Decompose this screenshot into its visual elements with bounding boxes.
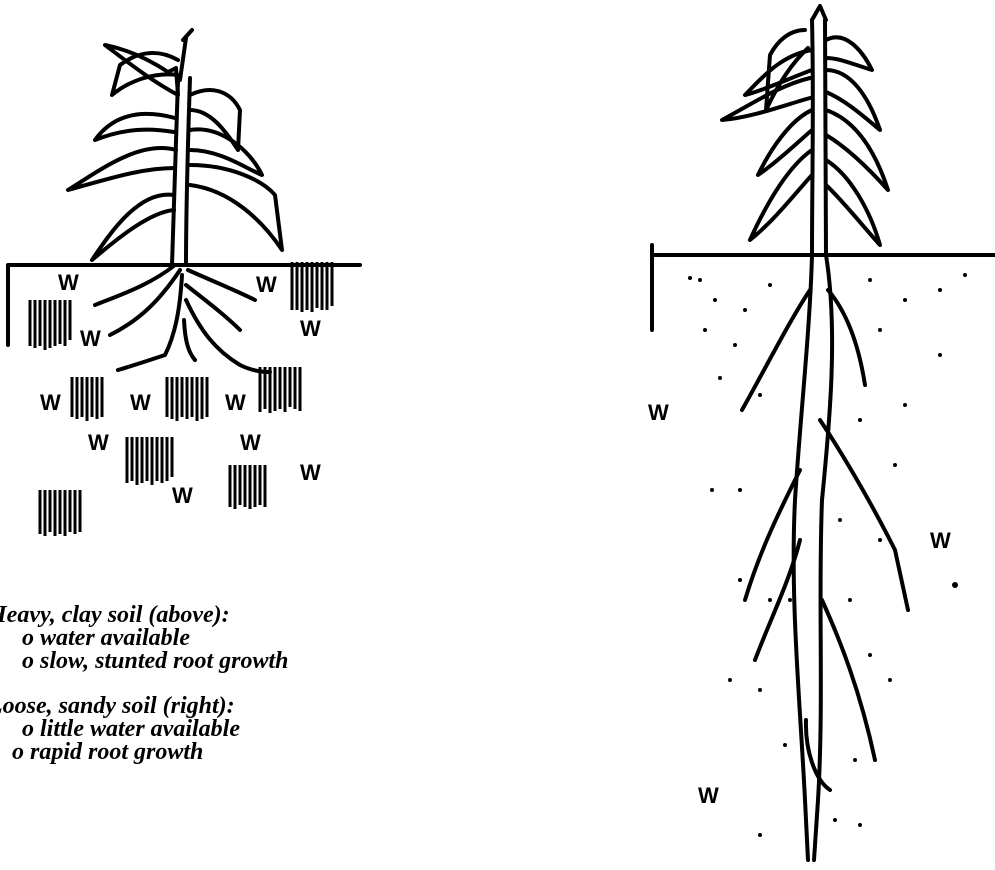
water-marker: W xyxy=(300,316,321,341)
clay-root xyxy=(186,285,240,330)
sand-soil-plant xyxy=(652,6,995,860)
sand-ground-line xyxy=(652,245,995,330)
water-marker: W xyxy=(130,390,151,415)
clay-leaf xyxy=(92,195,174,260)
sand-caption-point: o rapid root growth xyxy=(0,741,400,764)
sand-root xyxy=(822,600,875,760)
sand-leaf xyxy=(750,150,812,240)
clay-root xyxy=(184,320,195,360)
water-marker: W xyxy=(300,460,321,485)
water-marker: W xyxy=(698,783,719,808)
water-marker: W xyxy=(88,430,109,455)
sand-leaf xyxy=(758,110,812,175)
sand-stem xyxy=(812,20,826,255)
clay-block xyxy=(260,367,300,413)
clay-block xyxy=(127,437,172,485)
sand-caption-heading: Loose, sandy soil (right): xyxy=(0,695,400,718)
soil-comparison-caption: Heavy, clay soil (above): o water availa… xyxy=(0,604,400,764)
water-marker: W xyxy=(58,270,79,295)
water-marker: W xyxy=(80,326,101,351)
sand-root xyxy=(745,470,800,600)
water-marker: W xyxy=(648,400,669,425)
sand-root xyxy=(742,290,810,410)
water-marker: W xyxy=(172,483,193,508)
water-marker: W xyxy=(225,390,246,415)
clay-block xyxy=(292,262,332,312)
water-marker: W xyxy=(240,430,261,455)
sand-leaf xyxy=(826,70,880,130)
sand-leaf xyxy=(826,37,872,70)
water-marker: W xyxy=(40,390,61,415)
clay-stem xyxy=(172,78,190,265)
water-marker: W xyxy=(256,272,277,297)
clay-caption-heading: Heavy, clay soil (above): xyxy=(0,604,400,627)
clay-block xyxy=(40,490,80,536)
clay-block xyxy=(167,377,207,421)
sand-root xyxy=(820,420,908,610)
clay-block xyxy=(230,465,265,509)
clay-leaf xyxy=(68,148,176,190)
clay-leaf xyxy=(95,114,175,140)
clay-root xyxy=(95,265,175,305)
clay-leaf xyxy=(190,165,282,250)
clay-block xyxy=(72,377,102,421)
clay-block xyxy=(30,300,70,350)
clay-caption-point: o slow, stunted root growth xyxy=(0,650,400,673)
sand-particles xyxy=(688,273,967,837)
water-marker: W xyxy=(930,528,951,553)
clay-root xyxy=(186,300,270,372)
sand-caption-point: o little water available xyxy=(0,718,400,741)
clay-caption-point: o water available xyxy=(0,627,400,650)
clay-root xyxy=(110,270,180,335)
